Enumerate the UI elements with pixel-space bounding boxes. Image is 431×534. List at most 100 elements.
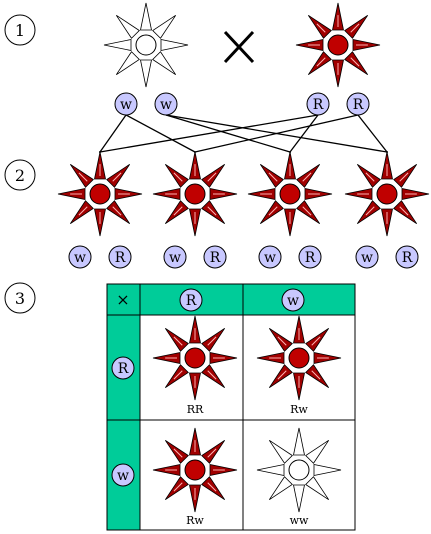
step-2-label: 2 bbox=[15, 166, 25, 185]
allele-letter: w bbox=[117, 468, 129, 484]
offspring-flower-1 bbox=[57, 151, 143, 237]
punnett-cell-ww: ww bbox=[290, 514, 309, 527]
allele-letter: w bbox=[120, 97, 132, 113]
flower-center bbox=[135, 34, 157, 56]
inheritance-line bbox=[99, 114, 127, 153]
petal-highlight bbox=[302, 172, 312, 182]
petal bbox=[293, 484, 305, 513]
inheritance-lines bbox=[99, 114, 388, 153]
punnett-square: × RR Rw Rw ww bbox=[106, 283, 356, 531]
flower-center bbox=[279, 183, 301, 205]
petal-highlight bbox=[277, 336, 287, 346]
allele-letter: R bbox=[210, 250, 221, 266]
petal-highlight bbox=[78, 172, 88, 182]
inheritance-line bbox=[357, 114, 388, 153]
petal bbox=[268, 476, 293, 501]
flower-center bbox=[288, 347, 310, 369]
petal-highlight bbox=[399, 172, 409, 182]
offspring-flower-4 bbox=[344, 151, 430, 237]
offspring-flower-3 bbox=[247, 151, 333, 237]
petal-highlight bbox=[277, 370, 287, 380]
parent-white-flower bbox=[103, 2, 189, 88]
offspring-4-allele-1: w bbox=[355, 245, 379, 269]
offspring-1-allele-1: w bbox=[68, 245, 92, 269]
petal bbox=[140, 59, 152, 88]
parent-allele-2: w bbox=[154, 92, 178, 116]
petal-highlight bbox=[350, 23, 360, 33]
petal-highlight bbox=[316, 23, 326, 33]
allele-letter: R bbox=[402, 250, 413, 266]
petal bbox=[115, 14, 140, 39]
punnett-cell-rw-top: Rw bbox=[290, 403, 308, 416]
petal-highlight bbox=[207, 370, 217, 380]
flower-center bbox=[184, 183, 206, 205]
parent-allele-4: R bbox=[346, 92, 370, 116]
parent-allele-3: R bbox=[306, 92, 330, 116]
parent-red-flower bbox=[295, 2, 381, 88]
step-2-marker: 2 bbox=[4, 159, 36, 191]
step-3-label: 3 bbox=[15, 289, 25, 308]
inheritance-line bbox=[165, 114, 291, 153]
inheritance-line bbox=[99, 114, 319, 153]
petal-highlight bbox=[173, 370, 183, 380]
petal-highlight bbox=[207, 482, 217, 492]
petal-highlight bbox=[173, 482, 183, 492]
petal bbox=[160, 39, 189, 51]
petal bbox=[152, 51, 177, 76]
parent-allele-1: w bbox=[114, 92, 138, 116]
flower-center bbox=[288, 459, 310, 481]
petal-highlight bbox=[268, 172, 278, 182]
allele-letter: w bbox=[264, 250, 276, 266]
petal-highlight bbox=[302, 206, 312, 216]
punnett-row-allele-1: R bbox=[111, 356, 135, 380]
petal-highlight bbox=[399, 206, 409, 216]
punnett-cell-rw-bottom: Rw bbox=[186, 514, 204, 527]
petal bbox=[305, 439, 330, 464]
petal-highlight bbox=[207, 336, 217, 346]
petal-highlight bbox=[311, 370, 321, 380]
punnett-flower-rw-top bbox=[256, 315, 342, 401]
petal-highlight bbox=[173, 206, 183, 216]
step-1-marker: 1 bbox=[4, 14, 36, 46]
flower-center bbox=[184, 347, 206, 369]
petal-highlight bbox=[365, 206, 375, 216]
punnett-flower-ww bbox=[256, 427, 342, 513]
allele-letter: w bbox=[361, 250, 373, 266]
punnett-corner-symbol: × bbox=[116, 290, 129, 309]
punnett-row-header-bg bbox=[107, 284, 140, 530]
petal-highlight bbox=[112, 172, 122, 182]
petal bbox=[293, 427, 305, 456]
petal bbox=[152, 14, 177, 39]
offspring-2-allele-2: R bbox=[203, 245, 227, 269]
petal-highlight bbox=[207, 172, 217, 182]
petal bbox=[268, 439, 293, 464]
punnett-row-allele-2: w bbox=[111, 463, 135, 487]
offspring-3-allele-2: R bbox=[298, 245, 322, 269]
petal-highlight bbox=[207, 448, 217, 458]
petal bbox=[140, 2, 152, 31]
allele-letter: R bbox=[353, 97, 364, 113]
petal-highlight bbox=[268, 206, 278, 216]
punnett-column-header-bg bbox=[107, 284, 355, 315]
petal-highlight bbox=[365, 172, 375, 182]
allele-letter: R bbox=[118, 361, 129, 377]
petal-highlight bbox=[311, 336, 321, 346]
punnett-column-allele-1: R bbox=[179, 288, 203, 312]
allele-letter: w bbox=[287, 293, 299, 309]
punnett-flower-rr bbox=[152, 315, 238, 401]
punnett-column-allele-2: w bbox=[281, 288, 305, 312]
allele-letter: w bbox=[74, 250, 86, 266]
allele-letter: R bbox=[313, 97, 324, 113]
petal-highlight bbox=[78, 206, 88, 216]
inheritance-line bbox=[125, 114, 196, 153]
offspring-1-allele-2: R bbox=[108, 245, 132, 269]
petal-highlight bbox=[207, 206, 217, 216]
allele-letter: R bbox=[305, 250, 316, 266]
step-1-label: 1 bbox=[15, 21, 25, 40]
cross-sign-icon bbox=[223, 30, 255, 64]
step-3-marker: 3 bbox=[4, 282, 36, 314]
offspring-2-allele-1: w bbox=[163, 245, 187, 269]
offspring-3-allele-1: w bbox=[258, 245, 282, 269]
inheritance-line bbox=[289, 114, 319, 153]
